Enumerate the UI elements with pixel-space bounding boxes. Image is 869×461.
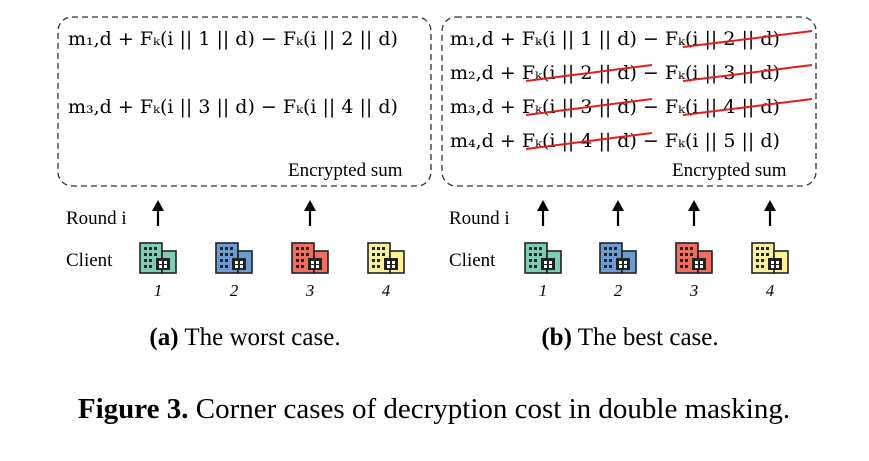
client-number-b-2: 2 [614,281,623,300]
client-number-b-1: 1 [539,281,548,300]
equation-b-2: m₂,d + Fₖ(i || 2 || d) − Fₖ(i || 3 || d) [450,62,780,84]
arrow-up-icon [302,198,318,228]
client-label-a: Client [66,250,113,271]
client-number-a-1: 1 [154,281,163,300]
client-number-b-3: 3 [689,281,699,300]
client-2-building-icon [215,242,253,274]
encrypted-sum-box-a [57,16,432,187]
cancellation-strikes [525,30,813,150]
equation-a-1: m₁,d + Fₖ(i || 1 || d) − Fₖ(i || 2 || d) [68,28,398,50]
client-number-a-2: 2 [230,281,239,300]
arrow-up-icon [762,198,778,228]
client-1-building-icon [524,242,562,274]
client-2-building-icon [599,242,637,274]
caption-b: (b) The best case. [541,324,718,351]
equation-b-4: m₄,d + Fₖ(i || 4 || d) − Fₖ(i || 5 || d) [450,130,780,152]
figure-caption: Figure 3. Corner cases of decryption cos… [78,393,790,425]
arrow-up-icon [535,198,551,228]
client-number-a-3: 3 [305,281,315,300]
client-label-b: Client [449,250,496,271]
client-1-building-icon [139,242,177,274]
arrow-up-icon [686,198,702,228]
panel-b: m₁,d + Fₖ(i || 1 || d) − Fₖ(i || 2 || d)… [441,16,817,351]
panel-a: m₁,d + Fₖ(i || 1 || d) − Fₖ(i || 2 || d)… [57,16,432,351]
equation-b-3: m₃,d + Fₖ(i || 3 || d) − Fₖ(i || 4 || d) [450,96,780,118]
arrow-up-icon [610,198,626,228]
caption-a: (a) The worst case. [149,324,340,351]
client-3-building-icon [291,242,329,274]
client-3-building-icon [675,242,713,274]
box-label-b: Encrypted sum [672,160,787,181]
round-label-a: Round i [66,208,127,229]
arrow-up-icon [150,198,166,228]
box-label-a: Encrypted sum [288,160,403,181]
client-4-building-icon [367,242,405,274]
round-label-b: Round i [449,208,510,229]
equation-a-2: m₃,d + Fₖ(i || 3 || d) − Fₖ(i || 4 || d) [68,96,398,118]
client-4-building-icon [751,242,789,274]
encrypted-sum-box-b [441,16,817,187]
equation-b-1: m₁,d + Fₖ(i || 1 || d) − Fₖ(i || 2 || d) [450,28,780,50]
client-number-b-4: 4 [766,281,775,300]
client-number-a-4: 4 [382,281,391,300]
